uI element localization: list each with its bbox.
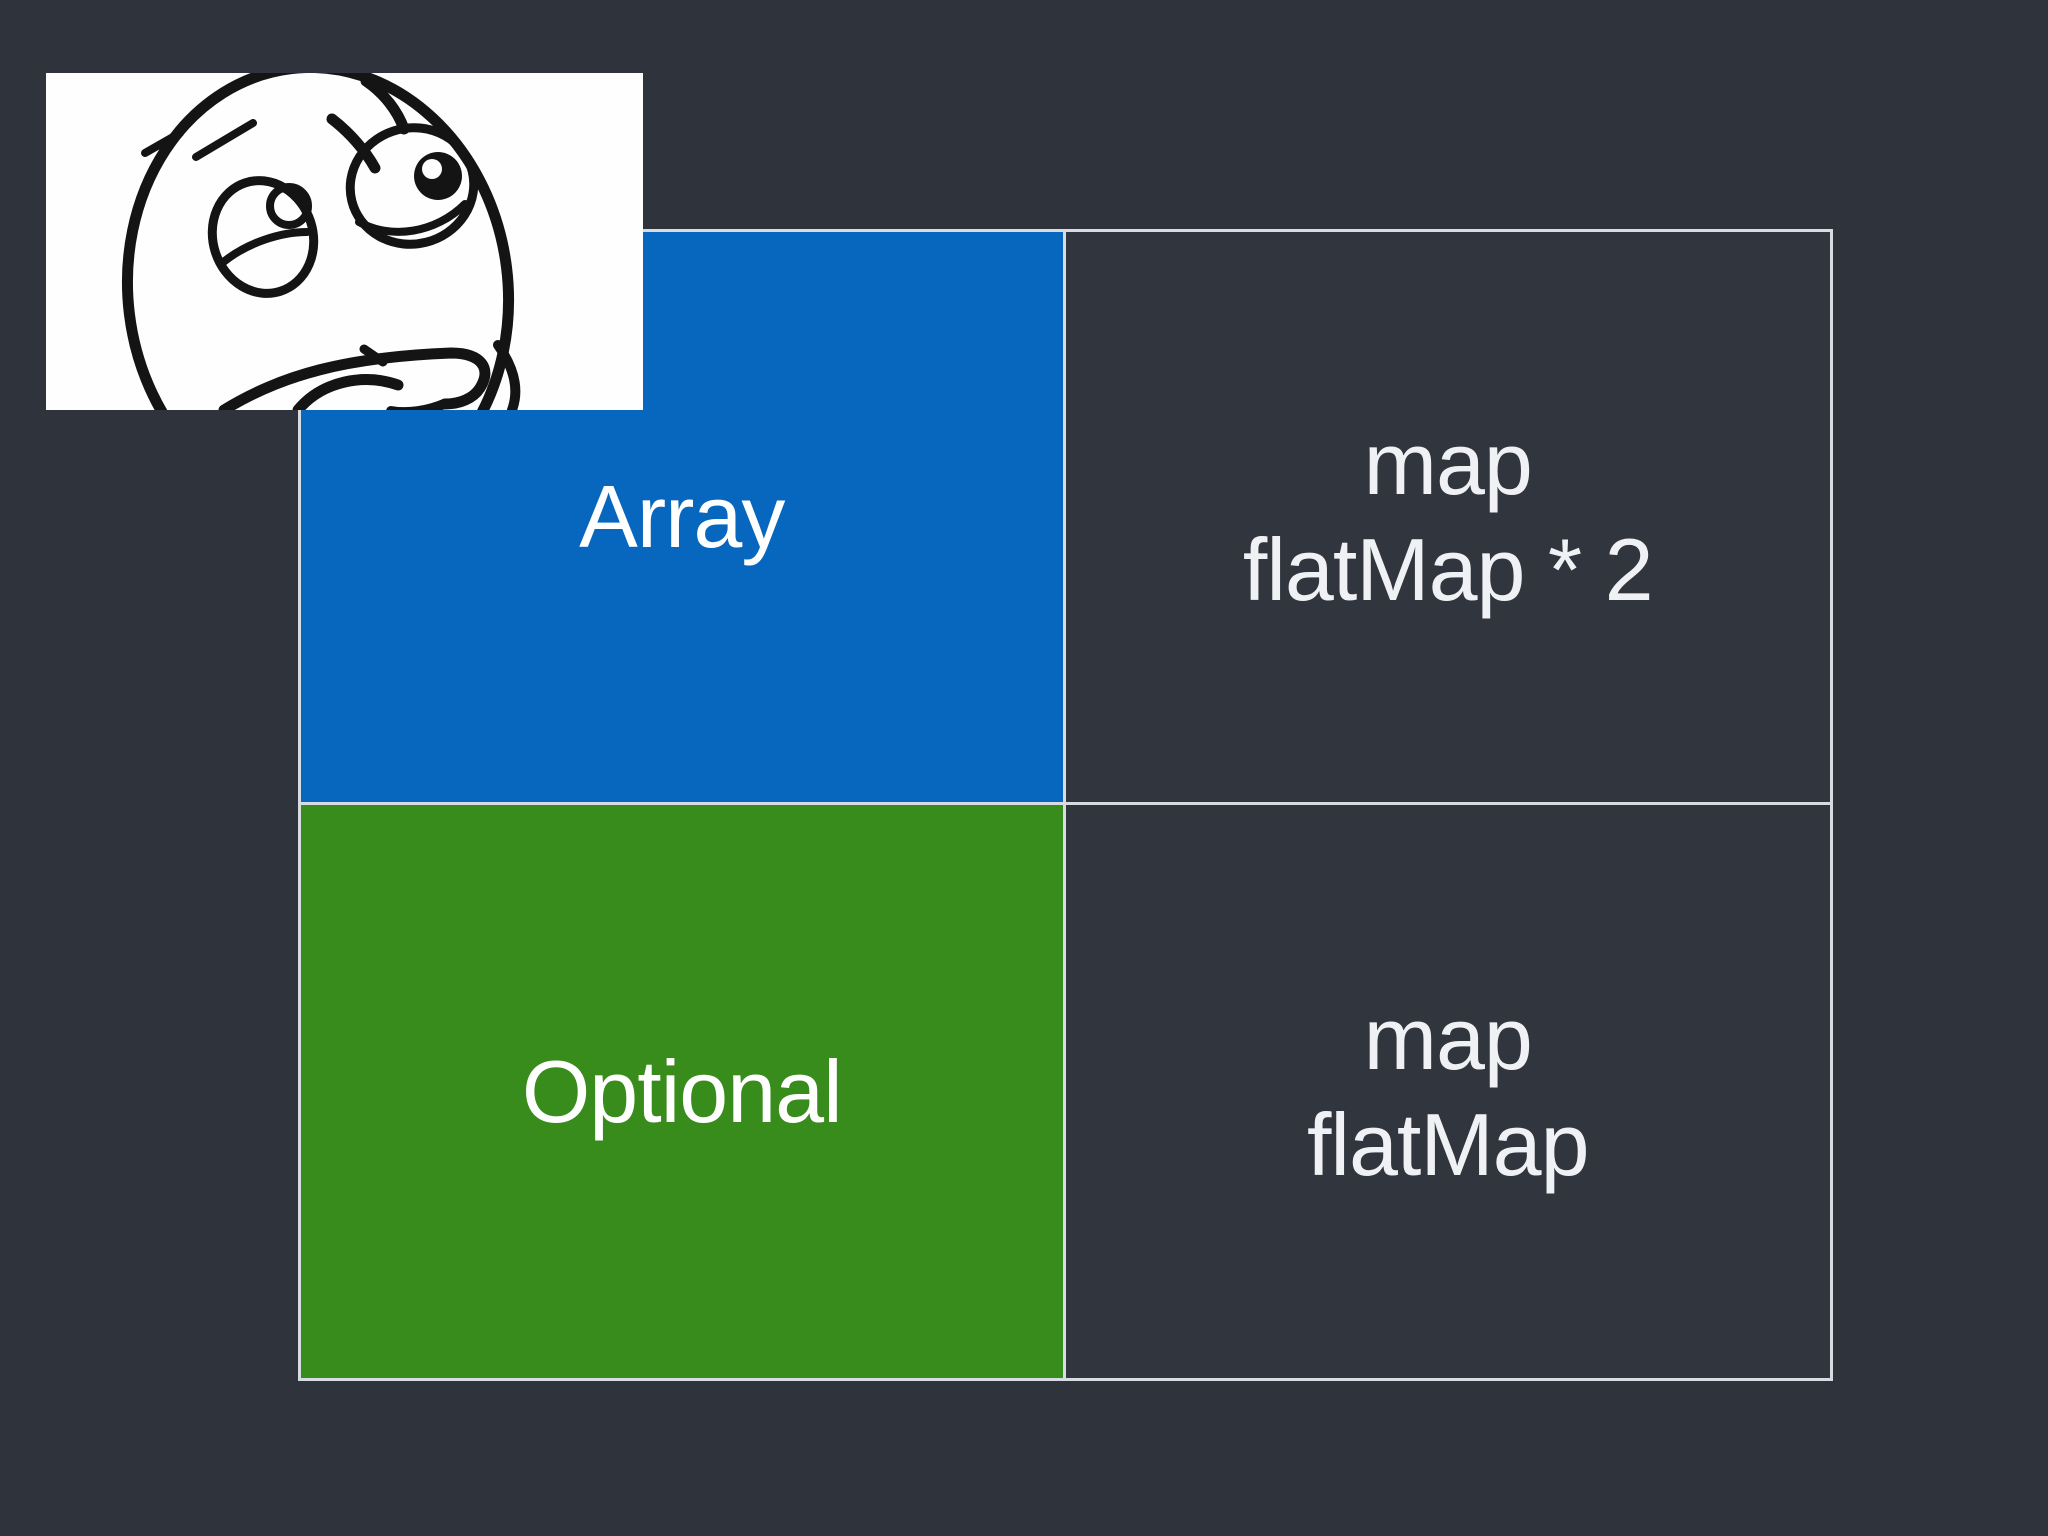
array-label: Array	[579, 467, 785, 567]
optional-label: Optional	[521, 1041, 843, 1141]
optional-ops-line-flatmap: flatMap	[1306, 1094, 1590, 1194]
cell-array-operations: map flatMap * 2	[1065, 232, 1830, 805]
thinking-face-meme-image	[46, 73, 643, 410]
comparison-table: Array map flatMap * 2 Optional map flatM…	[298, 229, 1833, 1381]
cell-optional: Optional	[301, 805, 1066, 1378]
array-ops-line-map: map	[1363, 414, 1533, 514]
array-ops-line-flatmap: flatMap * 2	[1242, 520, 1654, 619]
cell-optional-operations: map flatMap	[1065, 805, 1830, 1378]
optional-ops-line-map: map	[1363, 988, 1533, 1088]
thinking-face-icon	[46, 73, 643, 410]
